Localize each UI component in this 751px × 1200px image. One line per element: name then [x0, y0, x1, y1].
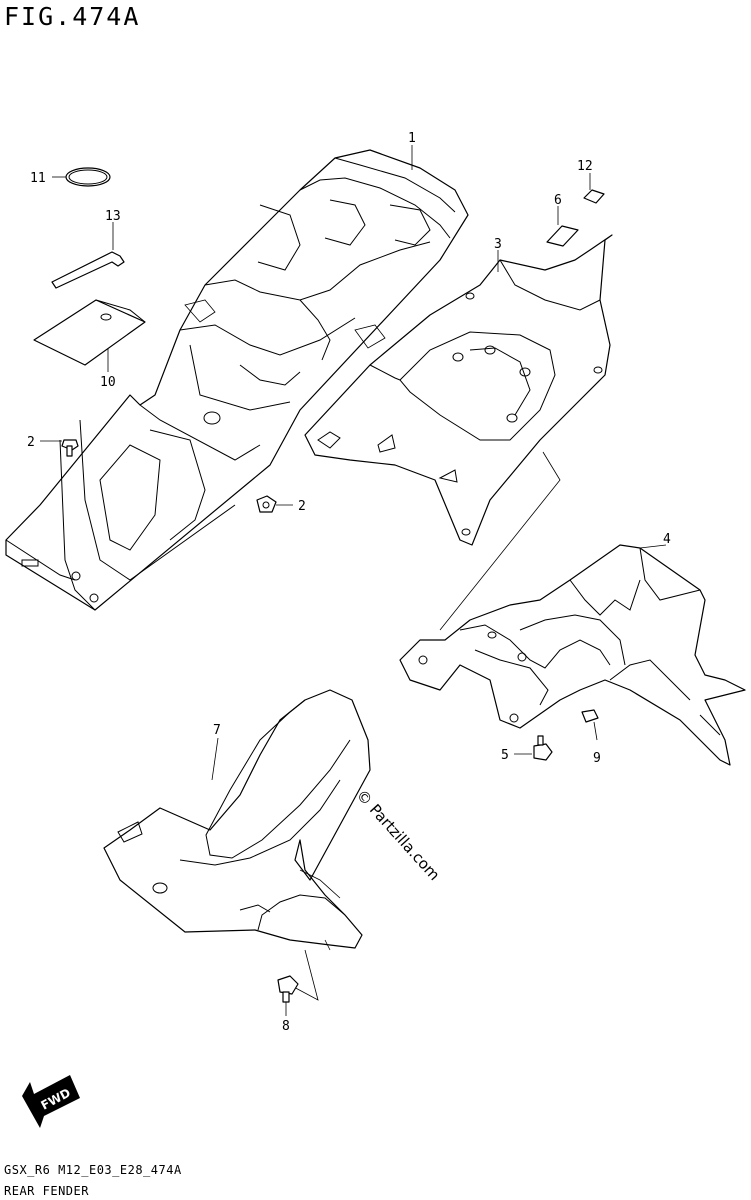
callout-6: 6	[554, 193, 562, 208]
part-9-spacer[interactable]	[581, 709, 599, 723]
callout-9: 9	[593, 751, 601, 766]
part-8-bolt[interactable]	[277, 975, 299, 1003]
callout-2a: 2	[27, 435, 35, 450]
part-3-tail-inner-panel[interactable]	[304, 234, 613, 546]
part-12-pad[interactable]	[583, 189, 605, 204]
part-10-tool-bag[interactable]	[33, 299, 146, 366]
callout-10: 10	[100, 375, 116, 390]
callout-12: 12	[577, 159, 593, 174]
part-6-pad[interactable]	[546, 225, 579, 247]
part-2-bolt-a[interactable]	[61, 439, 79, 457]
callout-4: 4	[663, 532, 671, 547]
part-13-hex-wrench[interactable]	[51, 251, 125, 289]
model-code: GSX_R6 M12_E03_E28_474A	[4, 1163, 182, 1177]
part-2-bolt-b[interactable]	[256, 495, 277, 513]
forward-arrow-icon: FWD	[22, 1075, 80, 1128]
callout-3: 3	[494, 237, 502, 252]
callout-8: 8	[282, 1019, 290, 1034]
part-7-hugger[interactable]	[103, 689, 371, 951]
callout-1: 1	[408, 131, 416, 146]
figure-title: FIG.474A	[4, 2, 141, 31]
callout-5: 5	[501, 748, 509, 763]
callout-13: 13	[105, 209, 121, 224]
callout-11: 11	[30, 171, 46, 186]
callout-7: 7	[213, 723, 221, 738]
part-5-bolt[interactable]	[533, 735, 553, 761]
part-11-oring[interactable]	[65, 167, 111, 187]
part-4-rear-fender-bracket[interactable]	[399, 544, 746, 766]
callout-2b: 2	[298, 499, 306, 514]
section-name: REAR FENDER	[4, 1184, 89, 1198]
